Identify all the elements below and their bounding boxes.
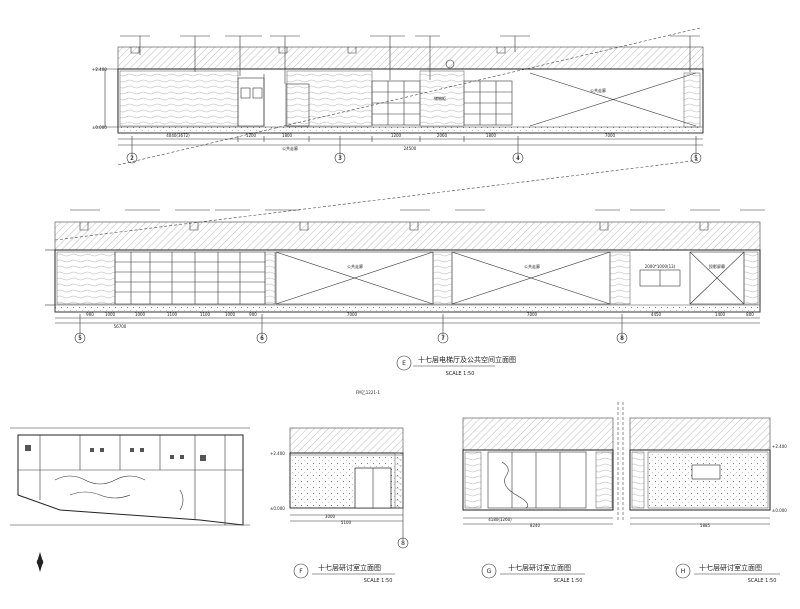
dim-label: 1200 [246, 133, 257, 138]
level-upper: +2.400 [270, 451, 285, 456]
axis-marker [512, 152, 524, 164]
dim-label: 5885 [700, 523, 711, 528]
door-label: FM乙1221-1 [356, 389, 380, 395]
dim-total: 24500 [404, 146, 417, 151]
dim-label: 1200 [391, 133, 402, 138]
svg-text:7: 7 [441, 335, 445, 342]
dim-label: 4180(1260) [488, 517, 512, 522]
level-upper: +2.400 [92, 67, 107, 72]
elevation-top [95, 35, 704, 160]
dim-label: 800 [746, 312, 754, 317]
svg-text:2: 2 [130, 155, 134, 162]
dim-total: 56700 [114, 324, 127, 329]
svg-text:5: 5 [694, 155, 698, 162]
corridor-label-2: 公共走廊 [524, 263, 540, 269]
bottom-axis-markers: 5 6 7 8 [74, 332, 628, 344]
match-line-bottom [54, 159, 701, 241]
view-marker-h: H [681, 568, 686, 575]
drawing-title-h: 十七层研讨室立面图 [699, 563, 762, 572]
drawing-title-f: 十七层研讨室立面图 [318, 563, 381, 572]
axis-marker-f: 8 [401, 540, 405, 547]
svg-text:3: 3 [338, 155, 342, 162]
top-dimension-texts: 4040(3672) 1200 1800 1200 2060 1800 7000… [92, 67, 616, 151]
dim-label: 7000 [605, 133, 616, 138]
axis-marker [690, 152, 702, 164]
title-block-h: H 十七层研讨室立面图 SCALE 1:50 [675, 563, 780, 584]
dim-label: 1000 [105, 312, 116, 317]
dim-label: 4040(3672) [166, 133, 190, 138]
scale-e: SCALE 1:50 [446, 371, 475, 377]
corridor-label-glass: 公共走廊 [590, 87, 606, 93]
room-f-texts: 3000 5100 FM乙1221-1 +2.400 ±0.000 8 [270, 389, 409, 549]
svg-text:8: 8 [620, 335, 624, 342]
corridor-label: 公共走廊 [347, 263, 363, 269]
level-upper: +2.400 [772, 444, 787, 449]
axis-marker [126, 152, 138, 164]
view-marker-e: E [402, 360, 406, 367]
dim-label: 900 [86, 312, 94, 317]
dim-label: 1000 [135, 312, 146, 317]
bottom-dimension-texts: 900 1000 1000 1100 1100 1000 900 7000 70… [86, 263, 754, 329]
dim-label: 1800 [282, 133, 293, 138]
dim-label: 1000 [225, 312, 236, 317]
dim-label: 1100 [200, 312, 211, 317]
dim-label: 7000 [347, 312, 358, 317]
dim-label: 1100 [167, 312, 178, 317]
level-lower: ±0.000 [270, 506, 285, 511]
level-lower: ±0.000 [92, 125, 107, 130]
elevation-bottom [45, 209, 765, 340]
elevation-room-h [617, 402, 771, 525]
room-gh-texts: 4180(1260) 8240 5885 +2.400 ±0.000 [488, 444, 787, 528]
elevation-room-g [462, 417, 614, 525]
title-block-e: E 十七层电梯厅及公共空间立面图 SCALE 1:50 [396, 355, 516, 377]
dim-label: 900 [249, 312, 257, 317]
top-axis-markers: 2 3 4 5 [126, 152, 702, 164]
screen-label: 投影屏幕 [709, 263, 725, 269]
floor-plan [10, 427, 250, 572]
scale-g: SCALE 1:50 [554, 578, 583, 584]
view-marker-f: F [299, 568, 303, 575]
drawing-title-e: 十七层电梯厅及公共空间立面图 [418, 355, 516, 364]
title-block-g: G 十七层研讨室立面图 SCALE 1:50 [481, 563, 585, 584]
dim-label: 1800 [486, 133, 497, 138]
level-lower: ±0.000 [772, 508, 787, 513]
title-block-f: F 十七层研讨室立面图 SCALE 1:50 [293, 563, 395, 584]
storage-label: 储物柜 [434, 95, 446, 101]
elevation-room-f [289, 427, 404, 540]
svg-text:6: 6 [260, 335, 264, 342]
dim-label: 3000 [325, 514, 336, 519]
scale-h: SCALE 1:50 [748, 578, 777, 584]
svg-text:5: 5 [78, 335, 82, 342]
corridor-label: 公共走廊 [282, 145, 298, 151]
window-dim: 2000*1000(13) [645, 264, 676, 269]
svg-text:4: 4 [516, 155, 520, 162]
dim-label: 8240 [530, 523, 541, 528]
dim-label: 2060 [437, 133, 448, 138]
view-marker-g: G [487, 568, 492, 575]
dim-label: 5100 [341, 520, 352, 525]
drawing-title-g: 十七层研讨室立面图 [508, 563, 571, 572]
axis-marker [334, 152, 346, 164]
scale-f: SCALE 1:50 [364, 578, 393, 584]
dim-label: 1400 [715, 312, 726, 317]
dim-label: 7000 [527, 312, 538, 317]
dim-label: 4450 [651, 312, 662, 317]
